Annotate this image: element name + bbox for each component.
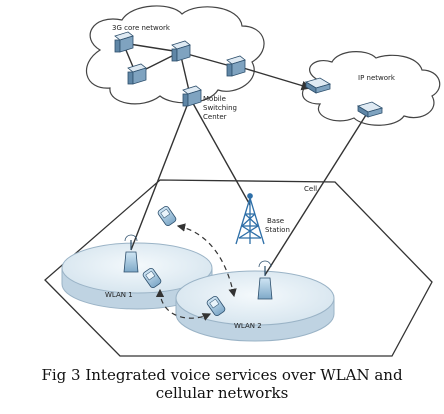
mobile-phone-icon <box>142 267 162 289</box>
msc-label-line3: Center <box>203 113 227 121</box>
msc-switch <box>182 85 202 107</box>
mobile-phone-icon <box>157 205 177 227</box>
msc-label-line1: Mobile <box>203 95 226 103</box>
core-gateway-switch <box>226 55 246 77</box>
ip-network-label: IP network <box>358 74 396 82</box>
wlan1-label: WLAN 1 <box>105 291 133 299</box>
base-station-label-line2: Station <box>265 226 290 234</box>
mobile-phone-icon <box>206 295 226 317</box>
cell-label: Cell <box>304 185 317 193</box>
handover-paths <box>155 223 237 321</box>
msc-label-line2: Switching <box>203 104 237 112</box>
base-station-tower-icon <box>235 193 265 245</box>
wlan2-access-point-icon <box>257 260 273 300</box>
figure-caption-line2: cellular networks <box>155 384 289 402</box>
ip-network-cloud <box>302 51 441 126</box>
handover-path-cell <box>176 223 237 298</box>
link-msc-to-base-station <box>189 97 251 206</box>
wlan2-area <box>175 270 335 342</box>
cell-hexagon <box>44 179 433 357</box>
wlan1-access-point-icon <box>123 234 139 273</box>
core-switch-3 <box>127 63 147 85</box>
link-core-to-ip-network <box>239 66 312 91</box>
link-ip-to-wlan2-ap <box>264 114 367 276</box>
core-switch-1 <box>114 31 134 53</box>
core-network-label: 3G core network <box>112 24 171 32</box>
base-station-label-line1: Base <box>267 217 284 225</box>
ip-router-1 <box>305 77 331 94</box>
ip-router-2 <box>357 101 383 118</box>
figure-caption-line1: Fig 3 Integrated voice services over WLA… <box>41 366 403 384</box>
core-switch-2 <box>171 40 191 62</box>
wlan2-label: WLAN 2 <box>234 322 262 330</box>
link-msc-to-wlan1-ap <box>130 97 191 251</box>
